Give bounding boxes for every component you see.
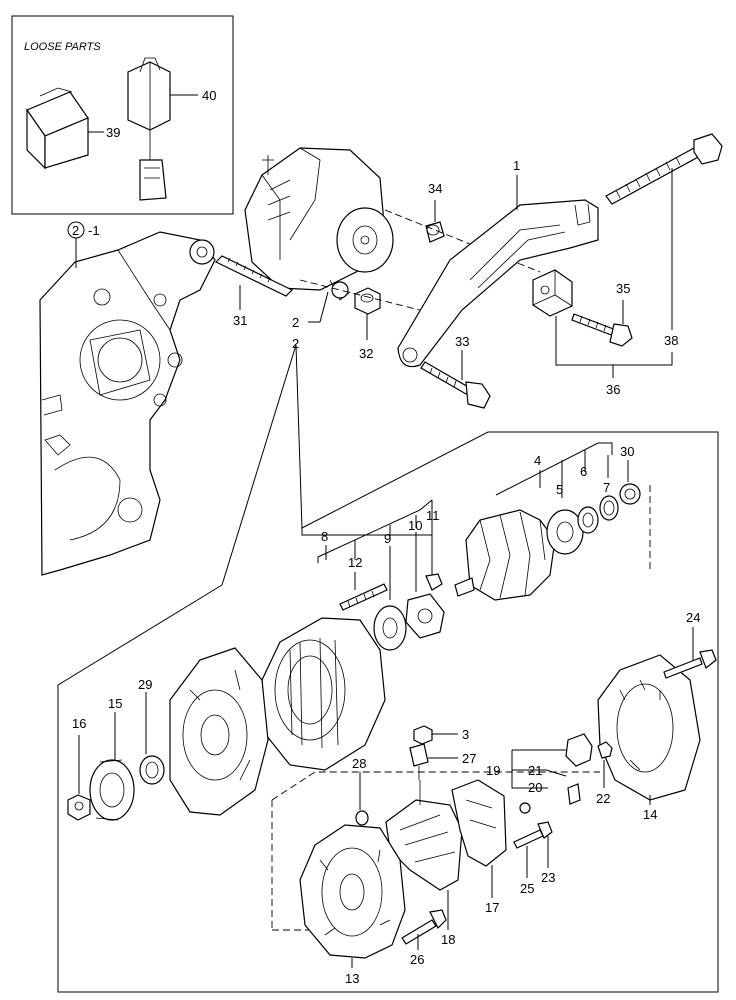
bolt-24 bbox=[663, 649, 717, 679]
label-32: 32 bbox=[359, 346, 373, 361]
label-4: 4 bbox=[534, 453, 541, 468]
label-38: 38 bbox=[664, 333, 678, 348]
leader-21 bbox=[545, 769, 567, 777]
engine-housing bbox=[39, 231, 216, 576]
label-31: 31 bbox=[233, 313, 247, 328]
mount-line-top bbox=[384, 209, 541, 273]
washer-30 bbox=[619, 483, 641, 505]
nut-32 bbox=[354, 287, 381, 315]
rear-cover-14 bbox=[597, 654, 701, 801]
bolt-35 bbox=[571, 313, 633, 347]
relay-39 bbox=[26, 87, 89, 170]
label-36: 36 bbox=[606, 382, 620, 397]
module-40 bbox=[127, 57, 171, 201]
label-2: 2 bbox=[292, 315, 299, 330]
label-21: 21 bbox=[528, 763, 542, 778]
label-27: 27 bbox=[462, 751, 476, 766]
rear-frame-13 bbox=[299, 824, 406, 959]
label-24: 24 bbox=[686, 610, 700, 625]
label-30: 30 bbox=[620, 444, 634, 459]
loose-parts-box: LOOSE PARTS 39 40 bbox=[11, 15, 234, 215]
exploded-frame bbox=[57, 431, 719, 993]
ring-6 bbox=[577, 506, 599, 534]
brush-holder-21 bbox=[565, 733, 593, 767]
label-11: 11 bbox=[426, 508, 440, 523]
bracket-19 bbox=[511, 750, 548, 789]
nut-16 bbox=[67, 794, 91, 821]
ring-7 bbox=[599, 495, 619, 521]
spacer-29 bbox=[139, 755, 165, 785]
regulator-17 bbox=[451, 779, 507, 867]
label-25: 25 bbox=[520, 881, 534, 896]
label-10: 10 bbox=[408, 518, 422, 533]
label-19: 19 bbox=[486, 763, 500, 778]
bolt-38 bbox=[605, 133, 723, 205]
bracket-8-group bbox=[317, 499, 433, 563]
bracket-4-group bbox=[495, 442, 613, 496]
label-15: 15 bbox=[108, 696, 122, 711]
stator-8 bbox=[261, 617, 386, 771]
drive-end-frame bbox=[169, 647, 269, 816]
nut-22 bbox=[597, 741, 613, 759]
label-33: 33 bbox=[455, 334, 469, 349]
label-13: 13 bbox=[345, 971, 359, 986]
screw-25 bbox=[513, 821, 553, 849]
screw-23 bbox=[519, 802, 531, 814]
label-39: 39 bbox=[106, 125, 120, 140]
washer-28 bbox=[355, 810, 369, 826]
callout-line-right bbox=[295, 344, 303, 529]
cut-line-top bbox=[271, 771, 600, 801]
ref-group-number: 2 bbox=[72, 223, 79, 238]
label-9: 9 bbox=[384, 531, 391, 546]
leader-2a bbox=[319, 291, 329, 323]
label-7: 7 bbox=[603, 480, 610, 495]
loose-parts-title: LOOSE PARTS bbox=[24, 41, 101, 53]
label-1: 1 bbox=[513, 158, 520, 173]
label-22: 22 bbox=[596, 791, 610, 806]
spacer-34 bbox=[425, 221, 445, 243]
alternator-assembly bbox=[244, 147, 394, 301]
bracket-1 bbox=[397, 199, 599, 368]
stud-31 bbox=[214, 255, 294, 297]
label-26: 26 bbox=[410, 952, 424, 967]
label-3: 3 bbox=[462, 727, 469, 742]
leader-36-bracket bbox=[555, 316, 673, 366]
label-6: 6 bbox=[580, 464, 587, 479]
bushing-27 bbox=[409, 743, 429, 780]
label-23: 23 bbox=[541, 870, 555, 885]
rotor-4 bbox=[454, 509, 556, 601]
ref-group-suffix: -1 bbox=[88, 223, 100, 238]
bolt-26 bbox=[401, 909, 447, 945]
pulley-15 bbox=[89, 759, 135, 821]
label-34: 34 bbox=[428, 181, 442, 196]
label-14: 14 bbox=[643, 807, 657, 822]
label-18: 18 bbox=[441, 932, 455, 947]
label-17: 17 bbox=[485, 900, 499, 915]
label-20: 20 bbox=[528, 780, 542, 795]
screw-11 bbox=[425, 573, 443, 591]
callout-line-left bbox=[221, 344, 297, 586]
callout-bracket bbox=[301, 500, 433, 536]
label-2-lower: 2 bbox=[292, 336, 299, 351]
bearing-9 bbox=[373, 605, 407, 651]
label-40: 40 bbox=[202, 88, 216, 103]
bolt-33 bbox=[420, 361, 491, 409]
label-28: 28 bbox=[352, 756, 366, 771]
stud-12 bbox=[339, 583, 388, 611]
mount-line-low bbox=[299, 279, 421, 311]
label-29: 29 bbox=[138, 677, 152, 692]
label-16: 16 bbox=[72, 716, 86, 731]
bearing-5 bbox=[546, 509, 584, 555]
washer-2 bbox=[331, 281, 349, 299]
label-8: 8 bbox=[321, 529, 328, 544]
label-35: 35 bbox=[616, 281, 630, 296]
plate-10 bbox=[405, 593, 445, 639]
adjust-block bbox=[532, 269, 573, 317]
nut-3 bbox=[413, 725, 433, 745]
label-12: 12 bbox=[348, 555, 362, 570]
label-5: 5 bbox=[556, 482, 563, 497]
part-20 bbox=[567, 783, 581, 805]
